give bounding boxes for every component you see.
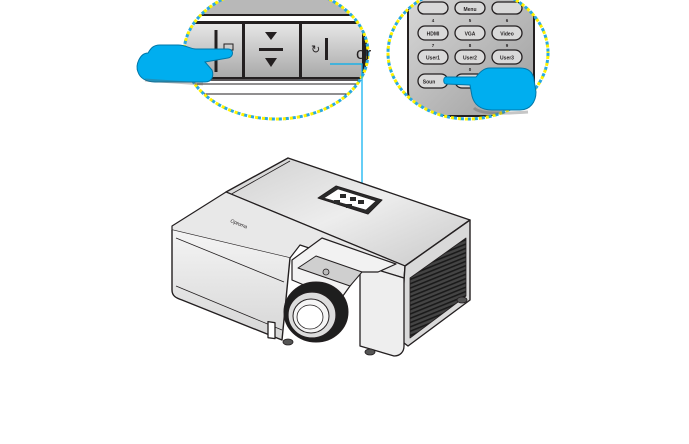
- projector-foot: [456, 296, 468, 304]
- svg-text:Soun: Soun: [423, 80, 436, 86]
- svg-text:Menu: Menu: [463, 7, 476, 13]
- number-label: 0: [469, 67, 472, 72]
- pointing-hand-icon: [136, 44, 233, 86]
- projector-foot: [364, 348, 376, 356]
- user2-button[interactable]: User2: [454, 49, 486, 65]
- projector-keypad[interactable]: [317, 185, 383, 215]
- projector-illustration: Optoma: [171, 157, 471, 357]
- up-down-key[interactable]: [245, 24, 299, 77]
- number-label: 9: [506, 43, 509, 48]
- svg-text:HDMI: HDMI: [427, 32, 440, 38]
- video-button[interactable]: Video: [491, 25, 523, 41]
- projector-front: [171, 230, 291, 341]
- callout-border-yellow: [386, 0, 550, 121]
- ir-sensor: [267, 321, 276, 340]
- remote-callout: Menu 4 5 6 HDMI VGA Video 7 8: [386, 0, 550, 121]
- number-label: 6: [506, 18, 509, 23]
- hdmi-button[interactable]: HDMI: [417, 25, 449, 41]
- number-label: 7: [432, 43, 435, 48]
- svg-text:User2: User2: [463, 56, 477, 62]
- user1-button[interactable]: User1: [417, 49, 449, 65]
- menu-button[interactable]: Menu: [454, 1, 486, 15]
- or-label: or: [356, 44, 372, 63]
- remote-row-top: Menu: [417, 1, 523, 15]
- key-edge: [325, 38, 328, 60]
- vga-button[interactable]: VGA: [454, 25, 486, 41]
- svg-text:User1: User1: [426, 56, 440, 62]
- svg-text:User3: User3: [500, 56, 514, 62]
- pointing-hand-icon: [443, 67, 537, 115]
- user3-button[interactable]: User3: [491, 49, 523, 65]
- keypad-callout: ↻: [136, 0, 370, 121]
- callout-border: [182, 0, 370, 121]
- resync-icon: ↻: [311, 44, 320, 56]
- number-label: 4: [432, 18, 435, 23]
- projector-foot: [282, 338, 294, 346]
- vent-grille: [409, 237, 467, 339]
- number-label: 5: [469, 18, 472, 23]
- resync-key[interactable]: ↻: [302, 24, 362, 77]
- svg-text:VGA: VGA: [465, 32, 476, 38]
- up-down-arrows-icon: [259, 32, 283, 67]
- svg-text:Video: Video: [500, 32, 514, 38]
- number-label: 8: [469, 43, 472, 48]
